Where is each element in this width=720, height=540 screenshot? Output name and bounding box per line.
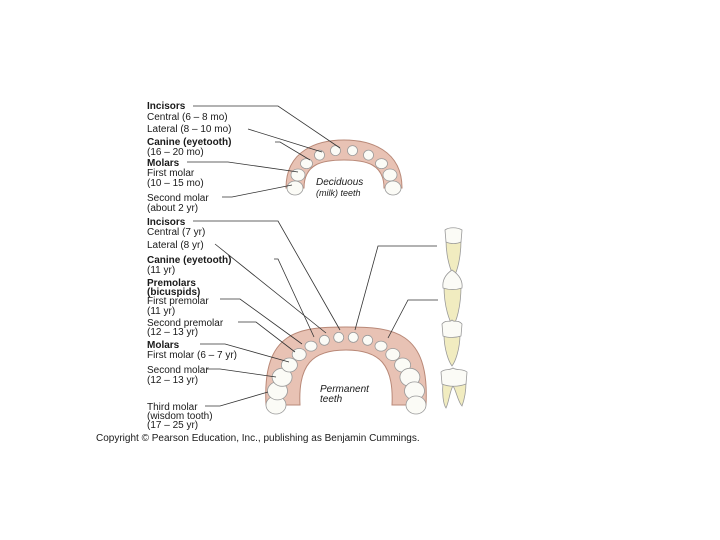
permanent-incisors-label: Incisors [147, 217, 186, 228]
leader-perm-first-molar [200, 343, 290, 363]
permanent-tooth-5 [291, 348, 307, 361]
deciduous-first-molar-label: First molar [147, 168, 195, 179]
deciduous-molars-label: Molars [147, 158, 180, 169]
permanent-premolars-label: Premolars [147, 278, 196, 289]
deciduous-arch-subtitle: (milk) teeth [316, 188, 361, 198]
leader-perm-second-molar [206, 368, 277, 378]
deciduous-second-molar-label: Second molar [147, 193, 209, 204]
permanent-canine-age: (11 yr) [147, 265, 176, 276]
permanent-first-premolar-age: (11 yr) [147, 306, 176, 317]
permanent-first-premolar-label: First premolar [147, 296, 209, 307]
leader-right-canine [387, 299, 438, 339]
permanent-lateral-label: Lateral (8 yr) [147, 240, 204, 251]
leader-dec-canine [275, 141, 311, 161]
deciduous-teeth [286, 145, 402, 196]
permanent-second-premolar-label: Second premolar [147, 318, 224, 329]
leader-perm-second-premolar [238, 321, 296, 353]
permanent-tooth-12 [385, 348, 401, 361]
leader-perm-first-premolar [220, 298, 303, 345]
deciduous-arch [285, 139, 403, 196]
permanent-tooth-9 [347, 331, 359, 343]
deciduous-tooth-7 [363, 149, 374, 161]
permanent-central-label: Central (7 yr) [147, 227, 206, 238]
permanent-tooth-7 [318, 334, 330, 346]
permanent-bicuspids-label: (bicuspids) [147, 287, 201, 298]
deciduous-tooth-3 [300, 158, 313, 170]
permanent-tooth-8 [333, 331, 345, 343]
leader-dec-incisors [193, 105, 341, 149]
permanent-arch-title: Permanent [320, 384, 369, 395]
permanent-tooth-6 [304, 340, 318, 352]
leader-dec-second-molar [222, 184, 293, 198]
permanent-canine-label: Canine (eyetooth) [147, 255, 232, 266]
permanent-arch-subtitle: teeth [320, 394, 343, 405]
permanent-tooth-10 [362, 334, 374, 346]
permanent-third-molar-age: (17 – 25 yr) [147, 420, 199, 431]
deciduous-tooth-1 [286, 180, 304, 196]
leader-dec-molars [187, 161, 299, 173]
deciduous-lateral-label: Lateral (8 – 10 mo) [147, 124, 232, 135]
deciduous-canine-label: Canine (eyetooth) [147, 137, 232, 148]
permanent-second-molar-age: (12 – 13 yr) [147, 375, 199, 386]
copyright-notice: Copyright © Pearson Education, Inc., pub… [96, 433, 420, 444]
deciduous-incisors-label: Incisors [147, 101, 186, 112]
permanent-arch [265, 326, 427, 415]
deciduous-gum [285, 139, 403, 189]
deciduous-tooth-2 [290, 168, 306, 182]
isolated-molar [440, 367, 468, 409]
permanent-leader-lines [193, 220, 438, 407]
deciduous-first-molar-age: (10 – 15 mo) [147, 178, 204, 189]
deciduous-tooth-10 [384, 180, 402, 196]
isolated-teeth [440, 227, 468, 409]
permanent-tooth-11 [374, 340, 388, 352]
permanent-second-premolar-age: (12 – 13 yr) [147, 327, 199, 338]
leader-dec-lateral [247, 128, 323, 153]
permanent-second-molar-label: Second molar [147, 365, 209, 376]
deciduous-tooth-9 [382, 168, 398, 182]
deciduous-tooth-5 [330, 145, 341, 157]
isolated-premolar [441, 319, 463, 367]
deciduous-arch-title: Deciduous [316, 177, 364, 188]
deciduous-tooth-8 [375, 158, 388, 170]
permanent-molars-label: Molars [147, 340, 180, 351]
deciduous-leader-lines [187, 105, 341, 198]
deciduous-tooth-6 [347, 145, 358, 157]
isolated-incisor [444, 227, 463, 277]
deciduous-second-molar-age: (about 2 yr) [147, 203, 199, 214]
deciduous-canine-age: (16 – 20 mo) [147, 147, 204, 158]
leader-perm-lateral [214, 243, 327, 334]
permanent-wisdom-label: (wisdom tooth) [147, 411, 213, 422]
deciduous-tooth-4 [314, 149, 325, 161]
permanent-teeth [265, 331, 427, 415]
leader-perm-incisors [193, 220, 341, 331]
permanent-tooth-16 [405, 395, 427, 415]
deciduous-central-label: Central (6 – 8 mo) [147, 112, 228, 123]
isolated-canine [442, 269, 463, 327]
leader-perm-third-molar [205, 391, 269, 407]
permanent-first-molar-label: First molar (6 – 7 yr) [147, 350, 238, 361]
leader-right-incisor [354, 245, 437, 331]
permanent-tooth-4 [280, 357, 298, 373]
leader-perm-canine [274, 258, 315, 338]
permanent-third-molar-label: Third molar [147, 402, 198, 413]
